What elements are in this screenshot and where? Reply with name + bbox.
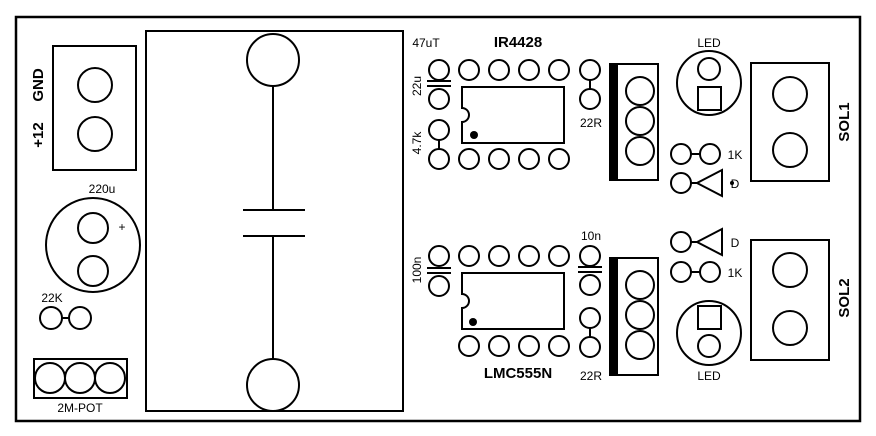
resistor-22r-top bbox=[579, 59, 601, 110]
diode-top bbox=[670, 168, 734, 198]
capacitor-220u bbox=[45, 197, 141, 293]
diode-bottom-label: D bbox=[731, 236, 740, 250]
plus12-label: +12 bbox=[30, 122, 47, 147]
capacitor-plus-sign: + bbox=[118, 220, 125, 234]
large-cap-pad-bottom bbox=[246, 358, 300, 412]
cap-220u-pad-minus bbox=[77, 255, 109, 287]
led-top-label: LED bbox=[697, 36, 721, 50]
resistor-22k bbox=[39, 306, 92, 330]
ic-lmc555n-pin1-dot bbox=[469, 318, 477, 326]
diode-top-label: D bbox=[731, 177, 740, 191]
power-terminal-block bbox=[52, 45, 137, 171]
capacitor-10n-label: 10n bbox=[581, 229, 601, 243]
large-capacitor bbox=[145, 30, 404, 412]
resistor-4k7 bbox=[428, 119, 450, 170]
large-cap-pad-top bbox=[246, 33, 300, 87]
resistor-1k-bottom-label: 1K bbox=[728, 266, 743, 280]
solenoid1-terminal bbox=[750, 62, 830, 182]
ic-lmc555n-label: LMC555N bbox=[484, 365, 552, 382]
potentiometer-2m bbox=[33, 358, 128, 399]
solenoid2-terminal bbox=[750, 239, 830, 361]
solenoid2-label: SOL2 bbox=[836, 278, 853, 317]
transistor-bottom bbox=[609, 257, 659, 376]
ic-ir4428 bbox=[458, 59, 570, 170]
capacitor-100n bbox=[427, 245, 451, 297]
board-outline bbox=[14, 15, 862, 423]
ic-lmc555n bbox=[458, 245, 570, 357]
capacitor-22u bbox=[427, 59, 451, 110]
cap-220u-pad-plus bbox=[77, 212, 109, 244]
gnd-pad bbox=[77, 67, 113, 103]
gnd-label: GND bbox=[30, 68, 47, 102]
ic-ir4428-pin1-dot bbox=[470, 131, 478, 139]
resistor-4k7-label: 4.7k bbox=[410, 131, 424, 155]
capacitor-220u-label: 220u bbox=[89, 182, 116, 196]
resistor-1k-bottom bbox=[670, 261, 721, 283]
solenoid1-label: SOL1 bbox=[836, 102, 853, 141]
led-top bbox=[676, 50, 742, 116]
transistor-top bbox=[609, 63, 659, 181]
led-bottom-label: LED bbox=[697, 369, 721, 383]
capacitor-100n-label: 100n bbox=[410, 257, 424, 284]
diode-bottom bbox=[670, 227, 723, 257]
ic-ir4428-label: IR4428 bbox=[494, 34, 542, 51]
resistor-22r-bottom-label: 22R bbox=[580, 369, 602, 383]
capacitor-47ut-label: 47uT bbox=[412, 36, 440, 50]
resistor-1k-top-label: 1K bbox=[728, 148, 743, 162]
resistor-22r-bottom bbox=[579, 307, 601, 358]
resistor-22k-label: 22K bbox=[41, 291, 62, 305]
led-bottom bbox=[676, 300, 742, 366]
resistor-1k-top bbox=[670, 143, 721, 165]
capacitor-22u-label: 22u bbox=[410, 76, 424, 96]
resistor-22r-top-label: 22R bbox=[580, 116, 602, 130]
potentiometer-label: 2M-POT bbox=[57, 401, 103, 415]
plus12-pad bbox=[77, 116, 113, 152]
capacitor-10n bbox=[578, 245, 602, 296]
